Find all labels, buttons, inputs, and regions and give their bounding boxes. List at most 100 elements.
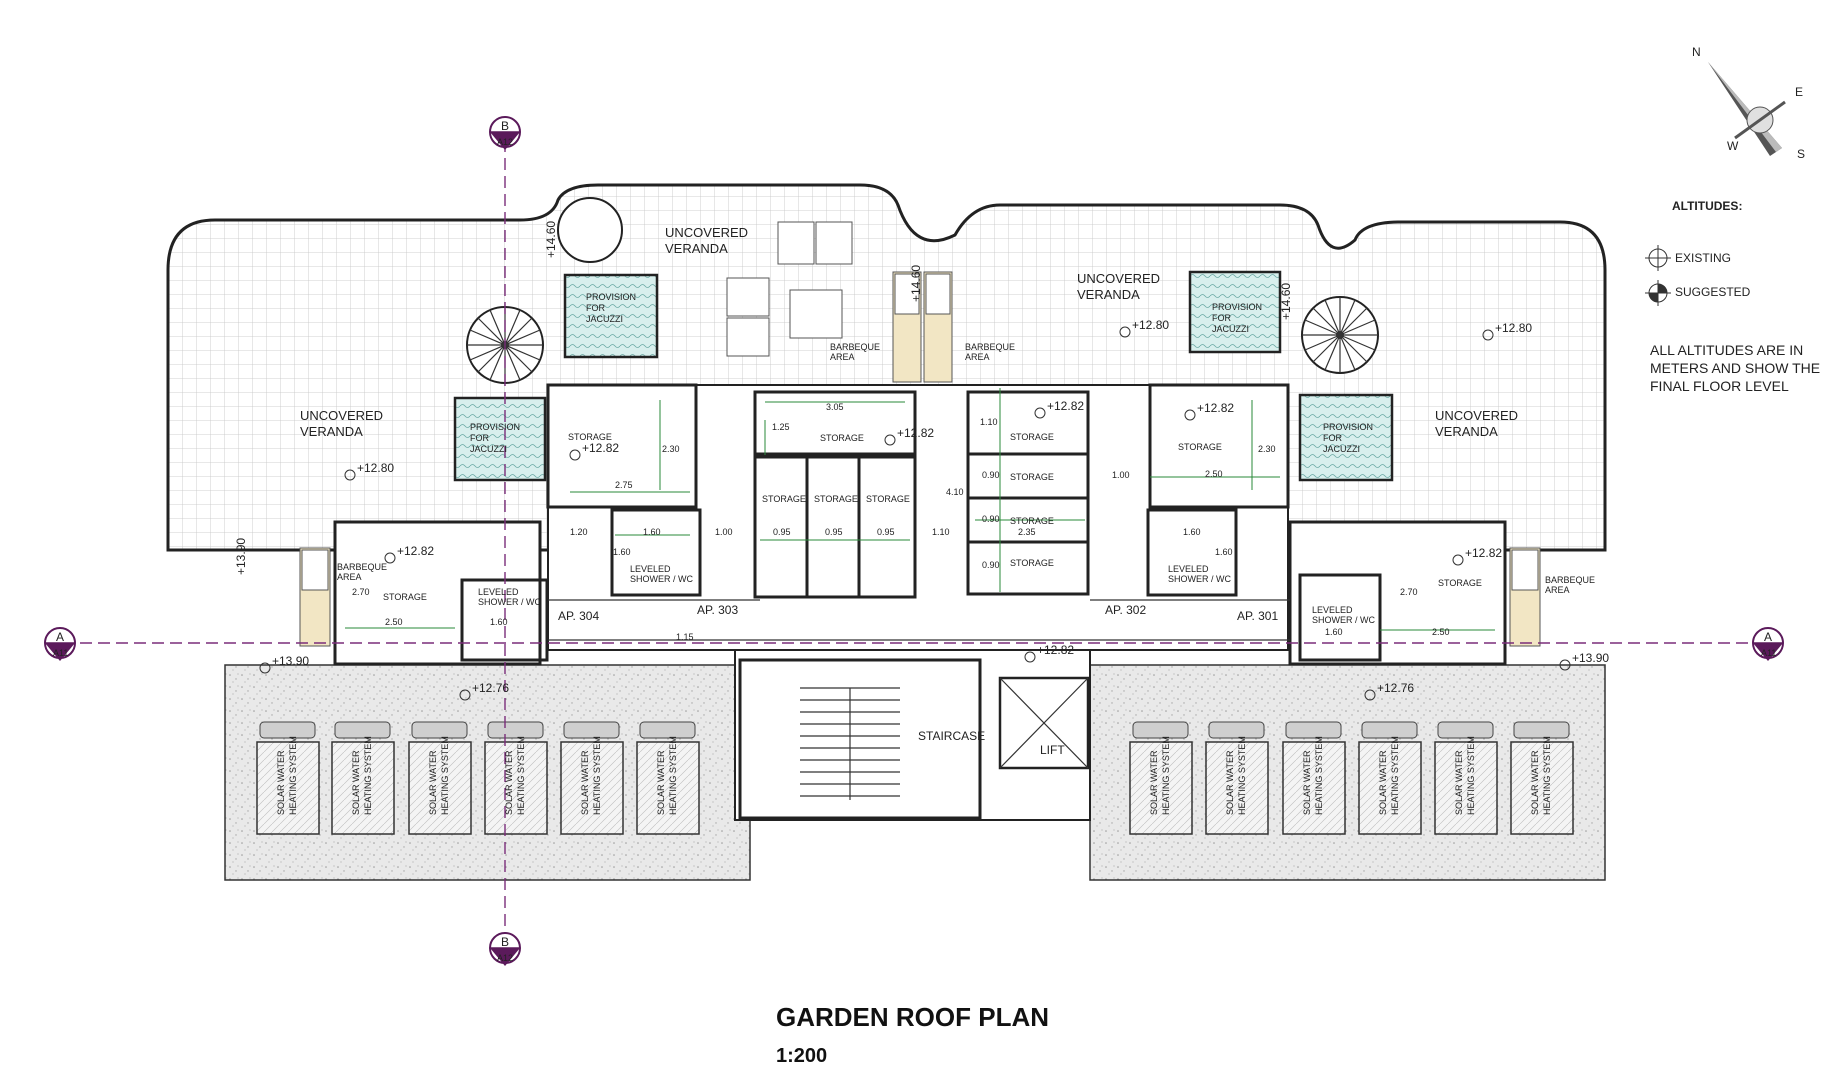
solar-labels-left: SOLAR WATER HEATING SYSTEM SOLAR WATER H… bbox=[276, 736, 678, 815]
level-label-1: +12.80 bbox=[357, 461, 394, 475]
section-a-sheet-right: A11 bbox=[1761, 648, 1776, 658]
dim-1-60-d: 1.60 bbox=[613, 547, 631, 557]
dim-2-70-left: 2.70 bbox=[352, 587, 370, 597]
solar-label: SOLAR WATER bbox=[504, 750, 514, 815]
storage-block-left bbox=[333, 520, 542, 666]
section-a-sheet-left: A11 bbox=[53, 648, 68, 658]
solar-label: HEATING SYSTEM bbox=[1466, 736, 1476, 815]
dim-0-90-a: 0.90 bbox=[982, 470, 1000, 480]
dim-2-30-left: 2.30 bbox=[662, 444, 680, 454]
dim-1-00-b: 1.00 bbox=[1112, 470, 1130, 480]
shower-label-4b: SHOWER / WC bbox=[1312, 615, 1375, 625]
dim-1-60-a: 1.60 bbox=[643, 527, 661, 537]
jacuzzi-label-2b: FOR bbox=[470, 433, 489, 443]
jacuzzi-pool-right bbox=[1298, 393, 1394, 482]
dim-1-60-c: 1.60 bbox=[1215, 547, 1233, 557]
solar-label: SOLAR WATER bbox=[656, 750, 666, 815]
legend-note-2: METERS AND SHOW THE bbox=[1650, 360, 1820, 376]
storage-label-7: STORAGE bbox=[1010, 472, 1054, 482]
jacuzzi-label-3b: FOR bbox=[1212, 313, 1231, 323]
jacuzzi-label-2a: PROVISION bbox=[470, 422, 520, 432]
compass-n: N bbox=[1692, 45, 1701, 59]
apartment-302-label: AP. 302 bbox=[1105, 603, 1146, 617]
section-b-sheet-bottom: A12 bbox=[497, 953, 513, 963]
section-marker-a-left bbox=[44, 627, 76, 661]
veranda-center-right-label-2: VERANDA bbox=[1077, 287, 1140, 302]
storage-label-4: STORAGE bbox=[814, 494, 858, 504]
dim-2-30-right: 2.30 bbox=[1258, 444, 1276, 454]
shower-label-1b: SHOWER / WC bbox=[630, 574, 693, 584]
storage-label-11: STORAGE bbox=[383, 592, 427, 602]
bbq-label-3b: AREA bbox=[965, 352, 990, 362]
bbq-label-1a: BARBEQUE bbox=[337, 562, 387, 572]
storage-label-2: STORAGE bbox=[820, 433, 864, 443]
section-marker-b-top bbox=[489, 116, 521, 150]
solar-label: HEATING SYSTEM bbox=[668, 736, 678, 815]
section-a-letter-right: A bbox=[1764, 630, 1772, 644]
compass-w: W bbox=[1727, 139, 1739, 153]
solar-label: SOLAR WATER bbox=[351, 750, 361, 815]
staircase-steps bbox=[800, 687, 900, 800]
level-label-15: +14.60 bbox=[544, 221, 558, 258]
jacuzzi-label-3a: PROVISION bbox=[1212, 302, 1262, 312]
bbq-label-2a: BARBEQUE bbox=[830, 342, 880, 352]
legend-existing: EXISTING bbox=[1675, 251, 1731, 265]
section-marker-b-bottom bbox=[489, 932, 521, 966]
section-a-letter-left: A bbox=[56, 630, 64, 644]
jacuzzi-pool-top-right bbox=[1188, 270, 1282, 354]
dim-1-60-f: 1.60 bbox=[1325, 627, 1343, 637]
legend-note-1: ALL ALTITUDES ARE IN bbox=[1650, 342, 1803, 358]
dim-2-70-right: 2.70 bbox=[1400, 587, 1418, 597]
dimension-lines bbox=[345, 388, 1495, 631]
storage-label-8: STORAGE bbox=[1010, 516, 1054, 526]
veranda-left-label-1: UNCOVERED bbox=[300, 408, 383, 423]
dim-1-10-b: 1.10 bbox=[932, 527, 950, 537]
level-label-6: +12.80 bbox=[1132, 318, 1169, 332]
solar-label: HEATING SYSTEM bbox=[516, 736, 526, 815]
apartment-304-label: AP. 304 bbox=[558, 609, 599, 623]
round-planter bbox=[557, 197, 623, 263]
dim-1-20: 1.20 bbox=[570, 527, 588, 537]
dim-2-35: 2.35 bbox=[1018, 527, 1036, 537]
page-title: GARDEN ROOF PLAN bbox=[776, 1002, 1049, 1032]
level-symbol-suggested bbox=[1645, 280, 1671, 306]
solar-label: SOLAR WATER bbox=[276, 750, 286, 815]
legend-heading: ALTITUDES: bbox=[1672, 199, 1742, 213]
solar-label: HEATING SYSTEM bbox=[1542, 736, 1552, 815]
dim-2-50-a: 2.50 bbox=[1205, 469, 1223, 479]
level-label-17: +14.60 bbox=[1279, 283, 1293, 320]
storage-label-10: STORAGE bbox=[1178, 442, 1222, 452]
veranda-center-left-label-1: UNCOVERED bbox=[665, 225, 748, 240]
dim-1-60-b: 1.60 bbox=[1183, 527, 1201, 537]
solar-label: HEATING SYSTEM bbox=[440, 736, 450, 815]
dim-1-15: 1.15 bbox=[676, 632, 694, 642]
dim-0-90-c: 0.90 bbox=[982, 560, 1000, 570]
shower-label-3a: LEVELED bbox=[478, 587, 519, 597]
veranda-center-left-label-2: VERANDA bbox=[665, 241, 728, 256]
storage-label-9: STORAGE bbox=[1010, 558, 1054, 568]
level-label-18: +13.90 bbox=[234, 538, 248, 575]
level-label-16: +14.60 bbox=[909, 265, 923, 302]
solar-label: HEATING SYSTEM bbox=[363, 736, 373, 815]
outdoor-furniture bbox=[726, 221, 853, 357]
dim-4-10: 4.10 bbox=[946, 487, 964, 497]
jacuzzi-label-1b: FOR bbox=[586, 303, 605, 313]
shower-label-2a: LEVELED bbox=[1168, 564, 1209, 574]
level-label-11: +13.90 bbox=[1572, 651, 1609, 665]
solar-label: SOLAR WATER bbox=[1225, 750, 1235, 815]
veranda-left-label-2: VERANDA bbox=[300, 424, 363, 439]
storage-block-right bbox=[1288, 520, 1507, 666]
bbq-label-2b: AREA bbox=[830, 352, 855, 362]
section-b-letter-bottom: B bbox=[501, 935, 509, 949]
veranda-center-right-label-1: UNCOVERED bbox=[1077, 271, 1160, 286]
level-label-13: +12.76 bbox=[1377, 681, 1414, 695]
jacuzzi-label-1a: PROVISION bbox=[586, 292, 636, 302]
bbq-label-4b: AREA bbox=[1545, 585, 1570, 595]
level-symbol-existing bbox=[1645, 245, 1671, 271]
solar-units-right bbox=[1129, 721, 1574, 835]
level-label-12: +12.76 bbox=[472, 681, 509, 695]
storage-block-upper-right bbox=[1148, 383, 1290, 509]
dim-0-90-b: 0.90 bbox=[982, 514, 1000, 524]
storage-label-3: STORAGE bbox=[762, 494, 806, 504]
